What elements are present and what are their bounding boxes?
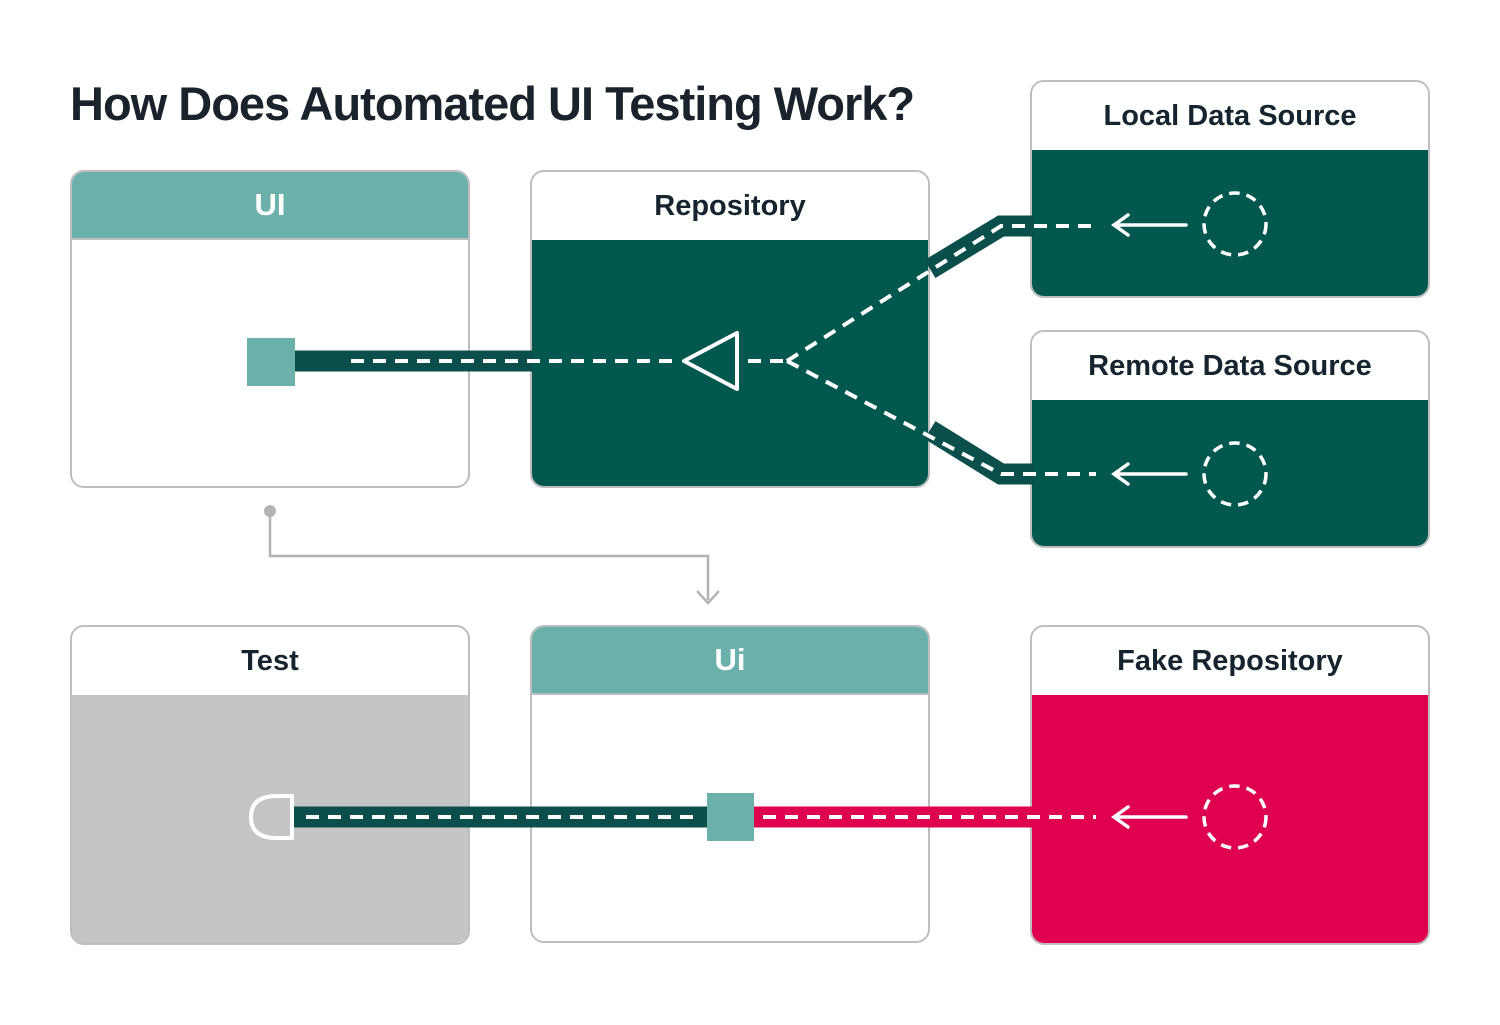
fake-repository-box: Fake Repository <box>1030 625 1430 945</box>
ui-to-ui-lower-connector <box>268 517 710 600</box>
test-box-label: Test <box>241 644 299 677</box>
connector-arrowhead-icon <box>696 590 720 605</box>
remote-data-source-body <box>1032 400 1428 546</box>
ui-box: UI <box>70 170 470 488</box>
local-to-repository-band <box>924 215 1034 278</box>
ui-lower-box-body <box>532 695 928 941</box>
local-data-source-header: Local Data Source <box>1032 82 1428 150</box>
ui-box-label: UI <box>254 187 286 222</box>
remote-data-source-box: Remote Data Source <box>1030 330 1430 548</box>
page-title: How Does Automated UI Testing Work? <box>70 77 915 130</box>
ui-lower-box-label: Ui <box>714 642 746 677</box>
local-data-source-box: Local Data Source <box>1030 80 1430 298</box>
ui-box-body <box>72 240 468 486</box>
remote-data-source-header: Remote Data Source <box>1032 332 1428 400</box>
test-box-body <box>72 695 468 943</box>
ui-lower-box-header: Ui <box>532 627 928 695</box>
remote-to-repository-band <box>924 421 1034 485</box>
local-data-source-body <box>1032 150 1428 296</box>
fake-repository-body <box>1032 695 1428 943</box>
local-data-source-label: Local Data Source <box>1103 99 1357 132</box>
remote-data-source-label: Remote Data Source <box>1088 349 1372 382</box>
repository-box-header: Repository <box>532 172 928 240</box>
ui-box-header: UI <box>72 172 468 240</box>
fake-repository-header: Fake Repository <box>1032 627 1428 695</box>
fake-repository-label: Fake Repository <box>1117 644 1343 677</box>
repository-box-body <box>532 240 928 486</box>
repository-box-label: Repository <box>654 189 806 222</box>
repository-box: Repository <box>530 170 930 488</box>
connector-start-dot <box>264 505 276 517</box>
ui-lower-box: Ui <box>530 625 930 943</box>
test-box-header: Test <box>72 627 468 695</box>
test-box: Test <box>70 625 470 945</box>
